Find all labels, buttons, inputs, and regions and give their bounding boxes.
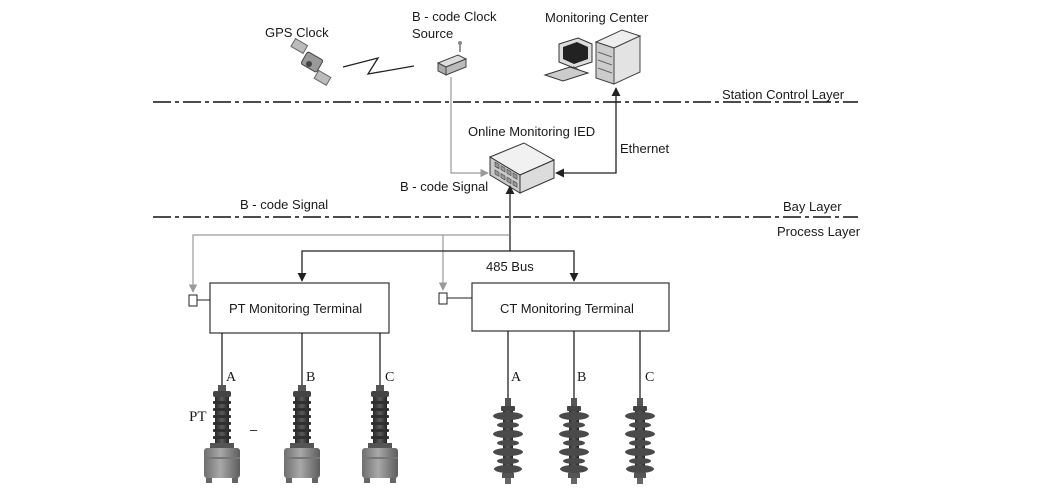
pt-phase-a: A — [226, 370, 237, 385]
potential-transformer-icon — [284, 385, 320, 483]
ct-bcode-port — [438, 292, 448, 305]
station-control-layer-label: Station Control Layer — [722, 87, 845, 102]
ct-phase-a: A — [511, 370, 522, 385]
bcode-distribution-line — [188, 234, 509, 293]
pt-device-label: PT — [189, 409, 207, 425]
potential-transformer-icon — [362, 385, 398, 483]
pt-phase-b: B — [306, 370, 315, 385]
bus-485-label: 485 Bus — [486, 259, 534, 274]
ct-terminal-box — [471, 282, 670, 332]
satellite-icon — [290, 37, 332, 86]
potential-transformer-icon — [204, 385, 240, 483]
ct-terminal-label: CT Monitoring Terminal — [500, 301, 634, 316]
ct-phase-b: B — [577, 370, 586, 385]
current-transformer-icon — [493, 398, 523, 484]
ethernet-link — [555, 87, 621, 178]
bcode-source-label-line1: B - code Clock — [412, 9, 497, 24]
bus-485-line — [297, 250, 579, 282]
online-ied-label: Online Monitoring IED — [468, 124, 595, 139]
router-icon — [436, 41, 468, 76]
current-transformer-icon — [559, 398, 589, 484]
bcode-source-label-line2: Source — [412, 26, 453, 41]
pt-bcode-port — [188, 294, 198, 307]
pt-phase-c: C — [385, 370, 394, 385]
bcode-signal-left-label: B - code Signal — [240, 197, 328, 212]
network-switch-icon — [488, 142, 556, 194]
wireless-link-icon — [342, 56, 415, 75]
computer-server-icon — [543, 29, 642, 85]
current-transformer-icon — [625, 398, 655, 484]
gps-clock-label: GPS Clock — [265, 25, 329, 40]
pt-terminal-label: PT Monitoring Terminal — [229, 301, 362, 316]
pt-terminal-box — [209, 282, 390, 334]
dash-mark: – — [250, 422, 258, 437]
monitoring-center-label: Monitoring Center — [545, 10, 649, 25]
process-layer-label: Process Layer — [777, 224, 861, 239]
ethernet-label: Ethernet — [620, 141, 670, 156]
ct-phase-c: C — [645, 370, 654, 385]
bcode-signal-ied-label: B - code Signal — [400, 179, 488, 194]
bay-layer-label: Bay Layer — [783, 199, 842, 214]
bcode-source-to-ied-line — [450, 77, 489, 178]
